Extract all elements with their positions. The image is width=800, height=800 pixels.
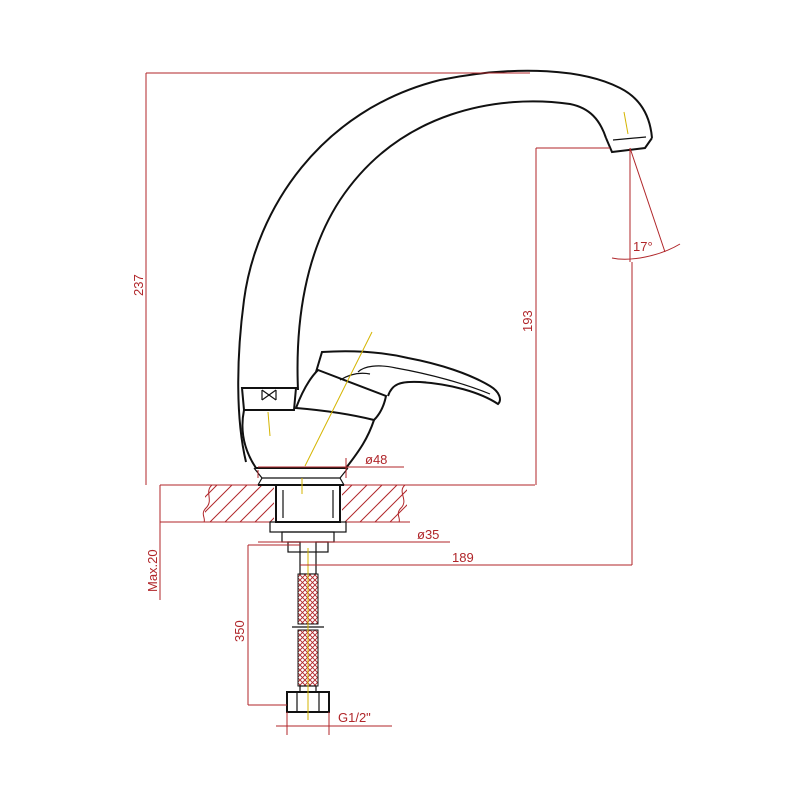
dim-spout-height: 193	[520, 310, 535, 332]
dimension-lines	[145, 72, 681, 735]
dim-total-height: 237	[131, 274, 146, 296]
dim-reach: 189	[452, 550, 474, 565]
dim-max-thickness: Max.20	[145, 549, 160, 592]
dim-spout-angle: 17°	[633, 239, 653, 254]
faucet-body	[237, 69, 653, 720]
dim-thread: G1/2"	[338, 710, 371, 725]
dim-hose-length: 350	[232, 620, 247, 642]
dim-base-diameter: ø48	[365, 452, 387, 467]
countertop-slab	[160, 484, 535, 523]
dim-mount-diameter: ø35	[417, 527, 439, 542]
